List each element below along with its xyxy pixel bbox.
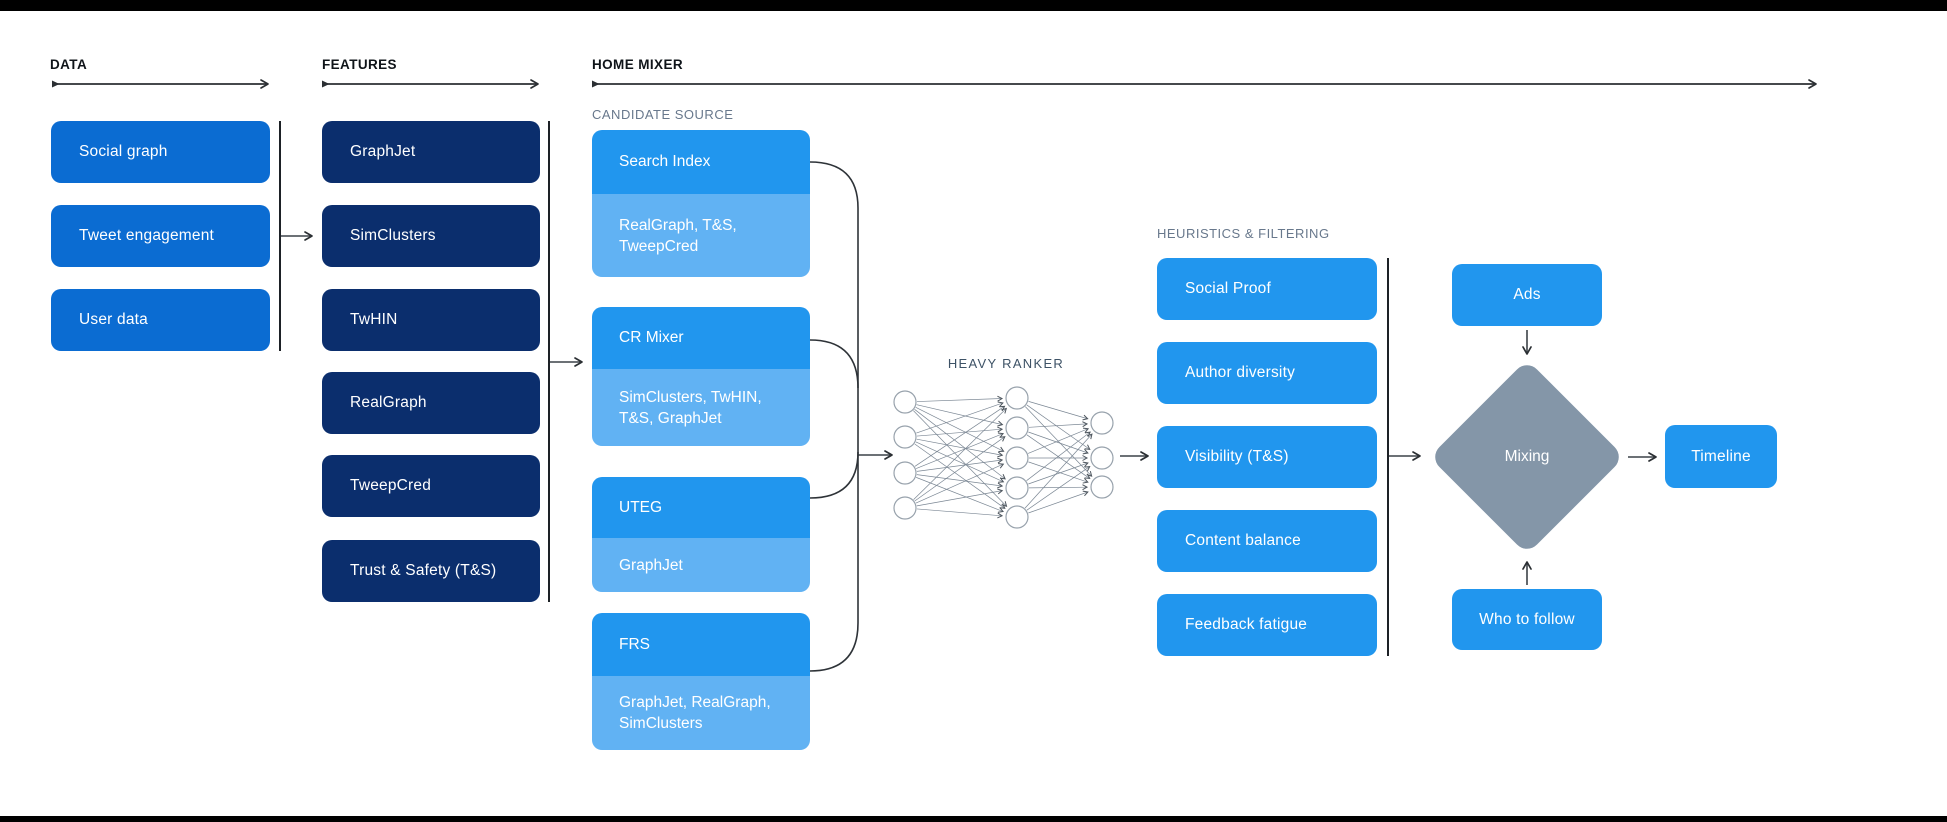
neural-network-icon bbox=[893, 386, 1114, 529]
heuristics-filtering-label: HEURISTICS & FILTERING bbox=[1157, 226, 1330, 241]
node-simclusters: SimClusters bbox=[322, 205, 540, 267]
node-user-data: User data bbox=[51, 289, 270, 351]
candidate-inputs: GraphJet bbox=[592, 538, 810, 592]
node-tweepcred: TweepCred bbox=[322, 455, 540, 517]
candidate-name: CR Mixer bbox=[592, 307, 810, 369]
node-author-diversity: Author diversity bbox=[1157, 342, 1377, 404]
candidate-group-search-index: Search Index RealGraph, T&S, TweepCred bbox=[592, 130, 810, 277]
candidate-inputs: SimClusters, TwHIN, T&S, GraphJet bbox=[592, 369, 810, 446]
candidate-inputs: GraphJet, RealGraph, SimClusters bbox=[592, 676, 810, 750]
node-timeline: Timeline bbox=[1665, 425, 1777, 488]
node-realgraph: RealGraph bbox=[322, 372, 540, 434]
node-ads: Ads bbox=[1452, 264, 1602, 326]
node-social-graph: Social graph bbox=[51, 121, 270, 183]
candidate-name: Search Index bbox=[592, 130, 810, 194]
node-visibility-ts: Visibility (T&S) bbox=[1157, 426, 1377, 488]
candidate-group-frs: FRS GraphJet, RealGraph, SimClusters bbox=[592, 613, 810, 750]
node-social-proof: Social Proof bbox=[1157, 258, 1377, 320]
mixing-diamond-label: Mixing bbox=[1504, 448, 1550, 465]
node-trust-safety: Trust & Safety (T&S) bbox=[322, 540, 540, 602]
node-graphjet: GraphJet bbox=[322, 121, 540, 183]
candidate-group-cr-mixer: CR Mixer SimClusters, TwHIN, T&S, GraphJ… bbox=[592, 307, 810, 446]
node-tweet-engagement: Tweet engagement bbox=[51, 205, 270, 267]
section-label-features: FEATURES bbox=[322, 57, 397, 72]
candidate-name: UTEG bbox=[592, 477, 810, 538]
section-label-home-mixer: HOME MIXER bbox=[592, 57, 684, 72]
bottom-frame-bar bbox=[0, 816, 1947, 822]
candidate-group-uteg: UTEG GraphJet bbox=[592, 477, 810, 592]
node-twhin: TwHIN bbox=[322, 289, 540, 351]
section-label-data: DATA bbox=[50, 57, 88, 72]
candidate-source-label: CANDIDATE SOURCE bbox=[592, 107, 734, 122]
node-content-balance: Content balance bbox=[1157, 510, 1377, 572]
candidate-inputs: RealGraph, T&S, TweepCred bbox=[592, 194, 810, 277]
top-frame-bar bbox=[0, 0, 1947, 11]
heavy-ranker-label: HEAVY RANKER bbox=[947, 356, 1065, 371]
node-feedback-fatigue: Feedback fatigue bbox=[1157, 594, 1377, 656]
candidate-merge-bracket bbox=[809, 161, 859, 672]
candidate-name: FRS bbox=[592, 613, 810, 676]
node-who-to-follow: Who to follow bbox=[1452, 589, 1602, 650]
